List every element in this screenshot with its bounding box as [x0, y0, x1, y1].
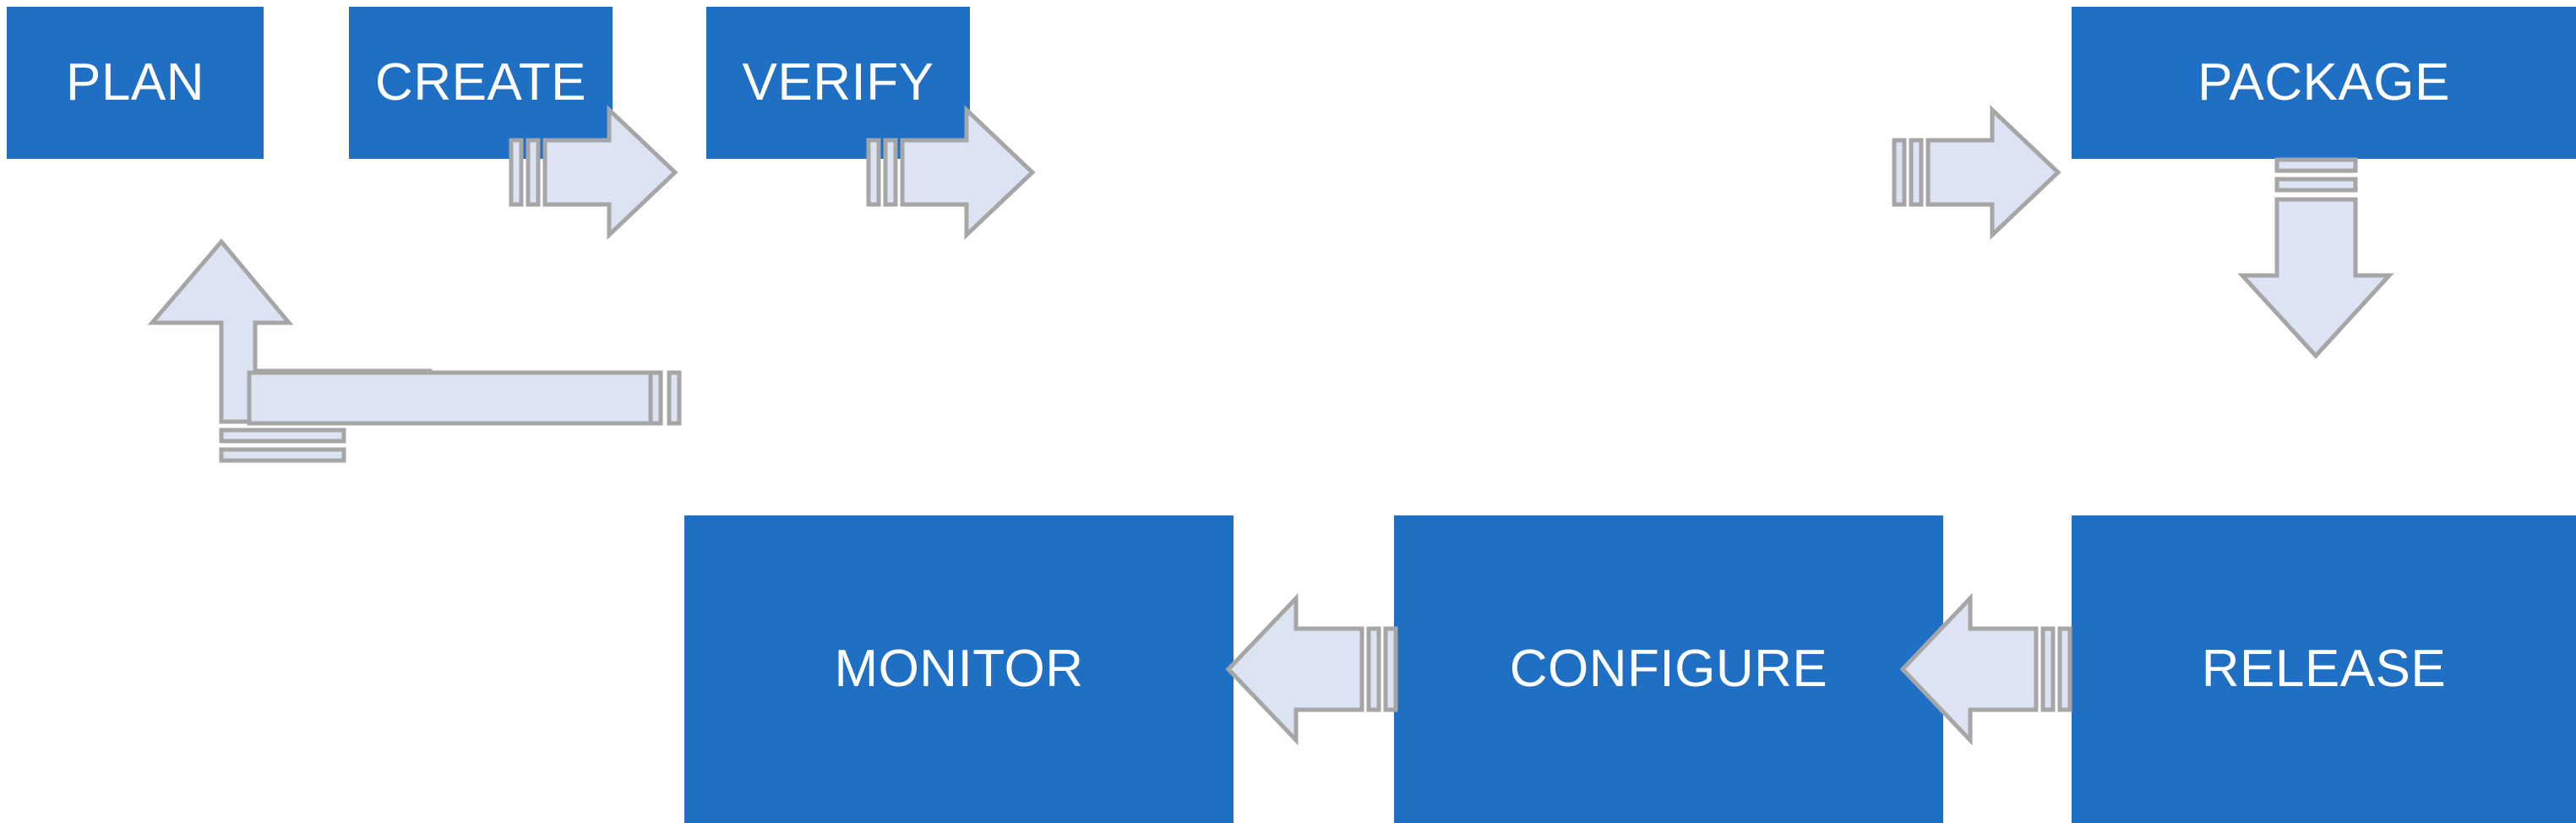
arrow-tail-stripe-2	[1909, 138, 1924, 207]
connector-monitor-to-plan	[147, 157, 710, 749]
stage-box-verify[interactable]: VERIFY	[706, 7, 970, 159]
arrow-tail-stripe-2	[1366, 626, 1381, 712]
stage-label-release: RELEASE	[2201, 640, 2447, 698]
stage-box-create[interactable]: CREATE	[349, 7, 613, 159]
arrow-head-right	[1925, 105, 2061, 240]
connector-package-to-release	[2237, 157, 2416, 521]
stage-label-monitor: MONITOR	[834, 640, 1084, 698]
stage-box-package[interactable]: PACKAGE	[2072, 7, 2576, 159]
return-shaft-tail-stripe-2	[667, 370, 682, 426]
return-shaft-rect	[247, 370, 653, 426]
stage-label-configure: CONFIGURE	[1509, 640, 1828, 698]
arrow-tail-stripe-1	[2057, 626, 2072, 712]
arrow-tail-stripe-1	[219, 428, 346, 444]
arrow-horizontal-shaft	[253, 368, 349, 424]
arrow-tail-stripe-1	[2274, 157, 2358, 173]
stage-box-plan[interactable]: PLAN	[7, 7, 264, 159]
arrow-head-left	[1225, 592, 1364, 746]
stage-box-release[interactable]: RELEASE	[2072, 515, 2576, 823]
stage-label-plan: PLAN	[66, 53, 204, 112]
arrow-tail-stripe-2	[219, 447, 346, 463]
arrow-head-down	[2237, 197, 2394, 359]
connector-verify-to-package	[1892, 105, 2087, 240]
arrow-tail-stripe-1	[1892, 138, 1907, 207]
stage-label-create: CREATE	[375, 53, 586, 112]
stage-label-package: PACKAGE	[2197, 53, 2450, 112]
arrow-bent-body-up-left	[147, 238, 433, 424]
arrow-tail-stripe-2	[2274, 177, 2358, 193]
stage-box-configure[interactable]: CONFIGURE	[1394, 515, 1943, 823]
stage-label-verify: VERIFY	[742, 53, 934, 112]
arrow-tail-stripe-2	[2040, 626, 2056, 712]
connector-configure-to-monitor	[1225, 592, 1404, 746]
return-shaft-tail-stripe-1	[648, 370, 663, 426]
stage-box-monitor[interactable]: MONITOR	[684, 515, 1234, 823]
connector-return-shaft	[247, 370, 693, 426]
